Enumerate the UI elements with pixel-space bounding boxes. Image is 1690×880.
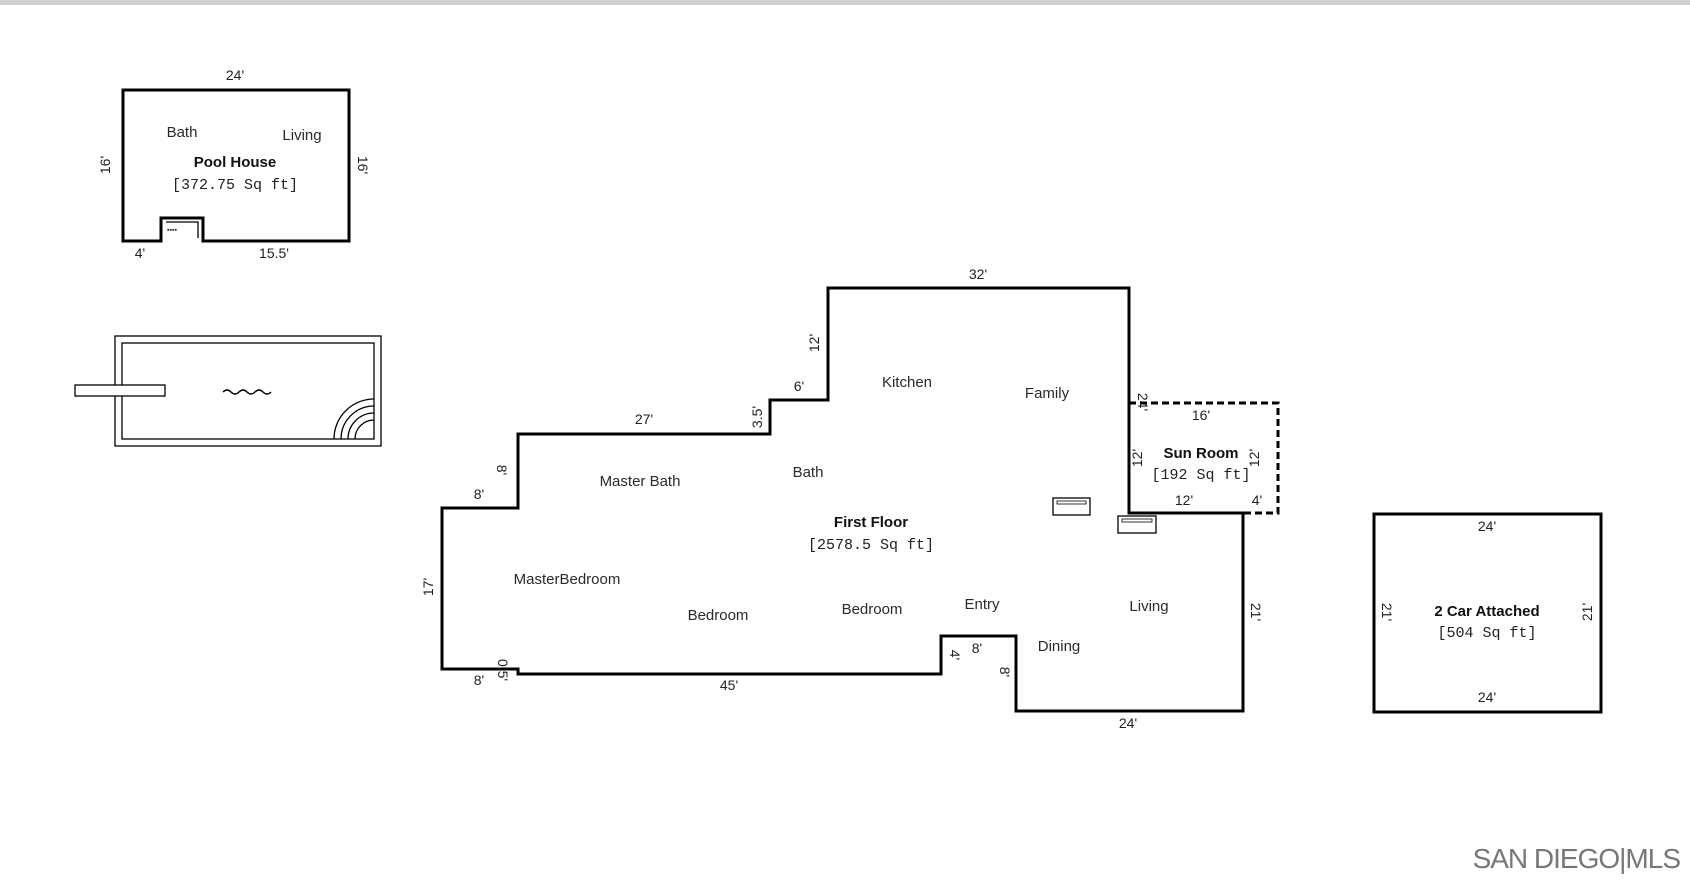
first-floor-dim-mid-top: 27' <box>635 411 653 427</box>
garage-dim-bottom: 24' <box>1478 689 1496 705</box>
room-master-bedroom: MasterBedroom <box>514 571 621 588</box>
first-floor-dim-bottom: 45' <box>720 677 738 693</box>
first-floor-area: [2578.5 Sq ft] <box>808 537 934 554</box>
pool-house-closet-inner <box>166 221 199 238</box>
garage-title: 2 Car Attached <box>1434 603 1539 620</box>
pool-house-closet-label: ▪▪▪▪ <box>167 227 177 234</box>
sun-room-outline <box>1127 401 1280 515</box>
garage-dim-top: 24' <box>1478 518 1496 534</box>
sun-room-dim-bottom: 12' <box>1175 492 1193 508</box>
room-bath: Bath <box>793 464 824 481</box>
first-floor-dim-bottom-right: 24' <box>1119 715 1137 731</box>
first-floor-dim-step-height: 3.5' <box>749 406 765 428</box>
mls-logo: SAN DIEGO|MLS <box>1473 843 1681 874</box>
first-floor-dim-bottom-small: 0.5' <box>495 659 511 681</box>
first-floor-dim-upper-left: 12' <box>806 334 822 352</box>
pool-house-area: [372.75 Sq ft] <box>172 177 298 194</box>
pool-house: ▪▪▪▪ Bath Living Pool House [372.75 Sq f… <box>97 67 371 261</box>
sun-room-title: Sun Room <box>1164 445 1239 462</box>
first-floor-dim-left: 17' <box>420 578 436 596</box>
sun-room-dim-bottom-right: 4' <box>1252 492 1262 508</box>
pool-water-wave-icon <box>222 389 272 395</box>
garage-outline <box>1372 512 1603 714</box>
room-kitchen: Kitchen <box>882 374 932 391</box>
first-floor-dim-step-width: 6' <box>794 378 804 394</box>
room-dining: Dining <box>1038 638 1081 655</box>
first-floor-dim-notch-drop: 8' <box>997 667 1013 677</box>
fireplace-icon <box>1052 497 1091 516</box>
pool-house-outline <box>121 88 351 243</box>
garage-dim-left: 21' <box>1379 603 1395 621</box>
pool-house-title: Pool House <box>194 154 277 171</box>
diving-board <box>74 384 166 397</box>
pool-steps-icon <box>333 398 375 440</box>
pool-house-dim-bottom-left: 4' <box>135 245 145 261</box>
room-bedroom-2: Bedroom <box>842 601 903 618</box>
stove-icon <box>1117 515 1157 534</box>
sun-room-dim-left: 12' <box>1129 449 1145 467</box>
sun-room: Sun Room [192 Sq ft] 16' 12' 12' 12' 4' <box>1127 401 1280 515</box>
room-entry: Entry <box>964 596 1000 613</box>
room-living: Living <box>1129 598 1168 615</box>
pool-house-dim-right: 16' <box>355 156 371 174</box>
pool-house-dim-top: 24' <box>226 67 244 83</box>
pool-house-room-bath: Bath <box>167 124 198 141</box>
first-floor-dim-notch-height: 4' <box>947 650 963 660</box>
first-floor-dim-notch-width: 8' <box>972 640 982 656</box>
garage: 2 Car Attached [504 Sq ft] 24' 24' 21' 2… <box>1372 512 1603 714</box>
first-floor-dim-mid-left: 8' <box>494 465 510 475</box>
first-floor: Kitchen Family Master Bath Bath MasterBe… <box>420 266 1264 731</box>
first-floor-title: First Floor <box>834 514 908 531</box>
first-floor-outline <box>440 286 1245 713</box>
first-floor-dim-step2-width: 8' <box>474 486 484 502</box>
pool-house-dim-left: 16' <box>97 156 113 174</box>
pool-house-dim-bottom-right: 15.5' <box>259 245 289 261</box>
garage-area: [504 Sq ft] <box>1437 625 1536 642</box>
first-floor-dim-top: 32' <box>969 266 987 282</box>
room-master-bath: Master Bath <box>600 473 681 490</box>
pool-house-room-living: Living <box>282 127 321 144</box>
sun-room-dim-right: 12' <box>1246 449 1262 467</box>
top-border <box>0 0 1690 5</box>
swimming-pool <box>74 335 382 447</box>
first-floor-dim-right: 21' <box>1248 603 1264 621</box>
room-family: Family <box>1025 385 1070 402</box>
first-floor-dim-bottom-left: 8' <box>474 672 484 688</box>
room-bedroom-1: Bedroom <box>688 607 749 624</box>
sun-room-dim-top: 16' <box>1192 407 1210 423</box>
garage-dim-right: 21' <box>1579 603 1595 621</box>
sun-room-area: [192 Sq ft] <box>1151 467 1250 484</box>
